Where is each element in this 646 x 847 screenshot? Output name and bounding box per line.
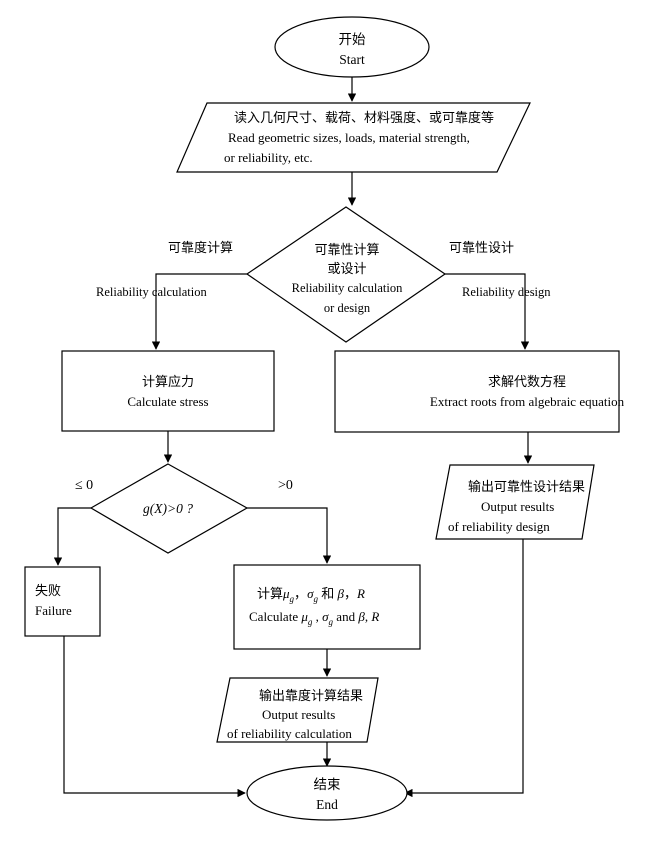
output-calc-node: 输出靠度计算结果 Output results of reliability c…: [216, 677, 379, 743]
gx-check-node: g(X)>0 ?: [89, 463, 249, 554]
start-label-en: Start: [339, 52, 365, 67]
edges: [53, 77, 533, 798]
read-input-zh: 读入几何尺寸、载荷、材料强度、或可靠度等: [234, 110, 494, 125]
output-design-en-1: Output results: [481, 499, 554, 514]
calc-params-zh: 计算μg，σg 和 β，R: [257, 586, 365, 604]
edge-labels: 可靠度计算 Reliability calculation 可靠性设计 Reli…: [75, 240, 551, 493]
end-node: 结束 End: [246, 765, 408, 821]
calc-stress-zh: 计算应力: [142, 374, 194, 389]
output-calc-en-2: of reliability calculation: [227, 726, 352, 741]
output-design-en-2: of reliability design: [448, 519, 550, 534]
read-input-en-1: Read geometric sizes, loads, material st…: [228, 130, 470, 145]
right-branch-label-en: Reliability design: [462, 285, 551, 299]
edge-decision-to-solve: [445, 273, 530, 350]
read-input-en-2: or reliability, etc.: [224, 150, 313, 165]
output-calc-en-1: Output results: [262, 707, 335, 722]
edge-check-to-calc: [247, 507, 332, 564]
calc-stress-en: Calculate stress: [127, 394, 208, 409]
calc-params-en: Calculate μg , σg and β, R: [249, 609, 379, 627]
left-branch-label-en: Reliability calculation: [96, 285, 207, 299]
failure-node: 失败 Failure: [24, 566, 101, 637]
decision-zh-2: 或设计: [327, 261, 366, 276]
calc-params-node: 计算μg，σg 和 β，R Calculate μg , σg and β, R: [233, 564, 421, 650]
edge-check-to-failure: [53, 507, 91, 566]
solve-equation-en: Extract roots from algebraic equation: [430, 394, 625, 409]
failure-en: Failure: [35, 603, 72, 618]
edge-design-output-to-end: [404, 539, 524, 798]
solve-equation-node: 求解代数方程 Extract roots from algebraic equa…: [334, 350, 625, 433]
edge-failure-to-end: [63, 636, 246, 798]
decision-en-2: or design: [324, 301, 371, 315]
decision-en-1: Reliability calculation: [292, 281, 403, 295]
decision-node: 可靠性计算 或设计 Reliability calculation or des…: [245, 206, 447, 343]
start-node: 开始 Start: [274, 16, 430, 78]
gx-check-label: g(X)>0 ?: [143, 501, 193, 516]
decision-zh-1: 可靠性计算: [314, 242, 379, 257]
end-label-zh: 结束: [314, 777, 341, 792]
right-branch-label-zh: 可靠性设计: [449, 240, 514, 255]
start-label-zh: 开始: [339, 32, 366, 47]
calc-stress-node: 计算应力 Calculate stress: [61, 350, 275, 432]
output-design-node: 输出可靠性设计结果 Output results of reliability …: [435, 464, 595, 540]
left-branch-label-zh: 可靠度计算: [168, 240, 233, 255]
output-calc-zh: 输出靠度计算结果: [259, 688, 363, 703]
le-zero-label: ≤ 0: [75, 478, 93, 493]
edge-decision-to-stress: [151, 273, 247, 350]
gt-zero-label: >0: [278, 478, 293, 493]
read-input-node: 读入几何尺寸、载荷、材料强度、或可靠度等 Read geometric size…: [176, 102, 531, 173]
solve-equation-zh: 求解代数方程: [488, 374, 566, 389]
failure-zh: 失败: [35, 583, 61, 598]
end-label-en: End: [316, 797, 338, 812]
output-design-zh: 输出可靠性设计结果: [468, 479, 585, 494]
